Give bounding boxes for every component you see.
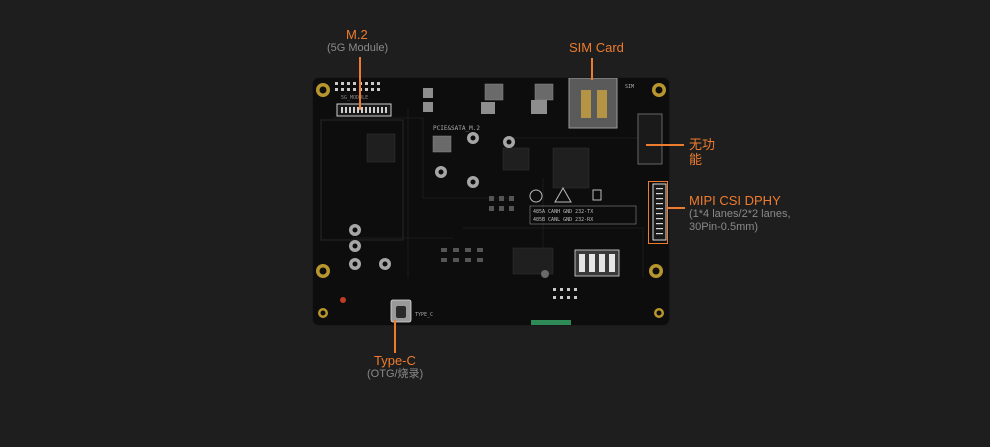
nofunc-leader-line (646, 144, 684, 146)
pcb-artwork: 5G_MODULE PCIE&SATA_M.2 SIM (316, 77, 667, 325)
typec-silkscreen: TYPE_C (415, 312, 433, 318)
serial-row-1: 485A CANH GND 232-TX (533, 209, 593, 215)
m2-callout-title: M.2 (346, 27, 368, 42)
m2-silkscreen: 5G_MODULE (341, 95, 368, 101)
mipi-callout-subtitle-1: (1*4 lanes/2*2 lanes, (689, 208, 791, 220)
mipi-callout-subtitle-2: 30Pin-0.5mm) (689, 221, 759, 233)
typec-leader-line (394, 320, 396, 353)
mipi-leader-line (668, 207, 685, 209)
typec-callout-subtitle: (OTG/烧录) (367, 368, 424, 380)
nofunc-callout-line1: 无功 (689, 137, 716, 152)
sim-silkscreen: SIM (625, 84, 634, 90)
typec-callout-title: Type-C (374, 353, 416, 368)
sim-leader-line (591, 58, 593, 80)
m2-callout-subtitle: (5G Module) (327, 42, 389, 54)
sim-callout-title: SIM Card (569, 40, 624, 55)
mipi-highlight-box (648, 181, 668, 244)
nofunc-callout-line2: 能 (689, 152, 703, 167)
serial-row-2: 485B CANL GND 232-RX (533, 217, 593, 223)
pcie-sata-silkscreen: PCIE&SATA_M.2 (433, 125, 480, 132)
mipi-callout-title: MIPI CSI DPHY (689, 193, 781, 208)
pcb-board: 5G_MODULE PCIE&SATA_M.2 SIM (313, 77, 669, 325)
m2-leader-line (359, 57, 361, 110)
